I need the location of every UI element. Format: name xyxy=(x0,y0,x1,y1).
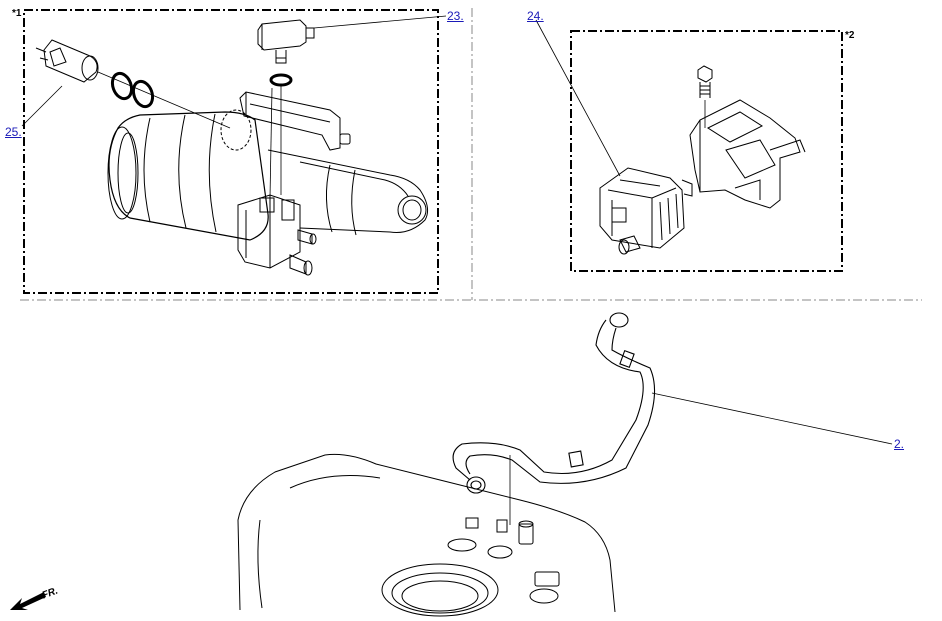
bracket xyxy=(689,99,806,209)
bolt xyxy=(697,65,713,128)
pressure-sensor xyxy=(257,19,315,64)
callout-23-link[interactable]: 23. xyxy=(447,9,464,23)
view1-marker: *1 xyxy=(12,8,22,19)
callout-2-link[interactable]: 2. xyxy=(894,437,905,451)
view2-frame xyxy=(570,30,843,272)
o-ring-right xyxy=(131,79,155,109)
callout-24-link[interactable]: 24. xyxy=(527,9,544,23)
evap-hose xyxy=(452,312,656,525)
charcoal-canister xyxy=(107,91,429,276)
view1-frame xyxy=(23,9,439,294)
o-ring-left xyxy=(110,71,134,101)
canister-filter xyxy=(35,39,99,83)
callout-25-link[interactable]: 25. xyxy=(5,125,22,139)
front-arrow-icon xyxy=(10,592,46,610)
vsv-module xyxy=(599,167,693,255)
sensor-o-ring xyxy=(269,73,293,87)
fuel-tank xyxy=(237,453,616,617)
view2-marker: *2 xyxy=(845,30,855,41)
